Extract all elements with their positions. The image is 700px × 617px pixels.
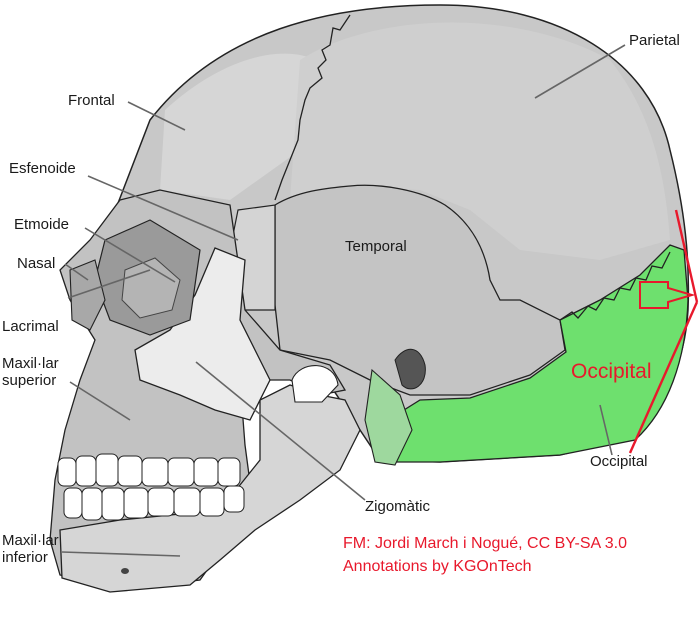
leader-lines (61, 44, 626, 557)
upper-teeth (57, 453, 241, 487)
credit-line-2: Annotations by KGOnTech (343, 558, 532, 575)
credit-line-1: FM: Jordi March i Nogué, CC BY-SA 3.0 (343, 535, 627, 552)
mental-foramen (121, 568, 129, 574)
mastoid-process (364, 368, 413, 466)
lower-teeth (63, 485, 245, 521)
parietal-bone (290, 22, 670, 260)
label-temporal: Temporal (345, 238, 407, 255)
mandible (59, 384, 361, 593)
label-esfenoide: Esfenoide (9, 160, 76, 177)
label-maxil-lar-inferior: Maxil·lar inferior (2, 532, 59, 566)
red-annotation (628, 209, 699, 454)
temporal-bone (274, 184, 566, 396)
zygomatic-bone (134, 247, 271, 421)
label-zigomatic: Zigomàtic (365, 498, 431, 515)
frontal-shade (160, 53, 330, 200)
condyle-gap (291, 365, 339, 403)
label-etmoide: Etmoide (14, 216, 70, 233)
label-lacrimal: Lacrimal (2, 318, 59, 335)
annotation-occipital: Occipital (571, 360, 652, 383)
coronal-suture (274, 14, 351, 201)
orbit-inner (121, 257, 181, 319)
nasal-bone (69, 259, 106, 331)
label-parietal: Parietal (629, 32, 680, 49)
ear-canal (394, 348, 426, 390)
label-nasal: Nasal (17, 255, 56, 272)
label-maxil-lar-superior: Maxil·lar superior (2, 355, 59, 389)
label-frontal: Frontal (68, 92, 115, 109)
label-occipital: Occipital (590, 453, 648, 470)
lambdoid-suture (559, 251, 671, 321)
